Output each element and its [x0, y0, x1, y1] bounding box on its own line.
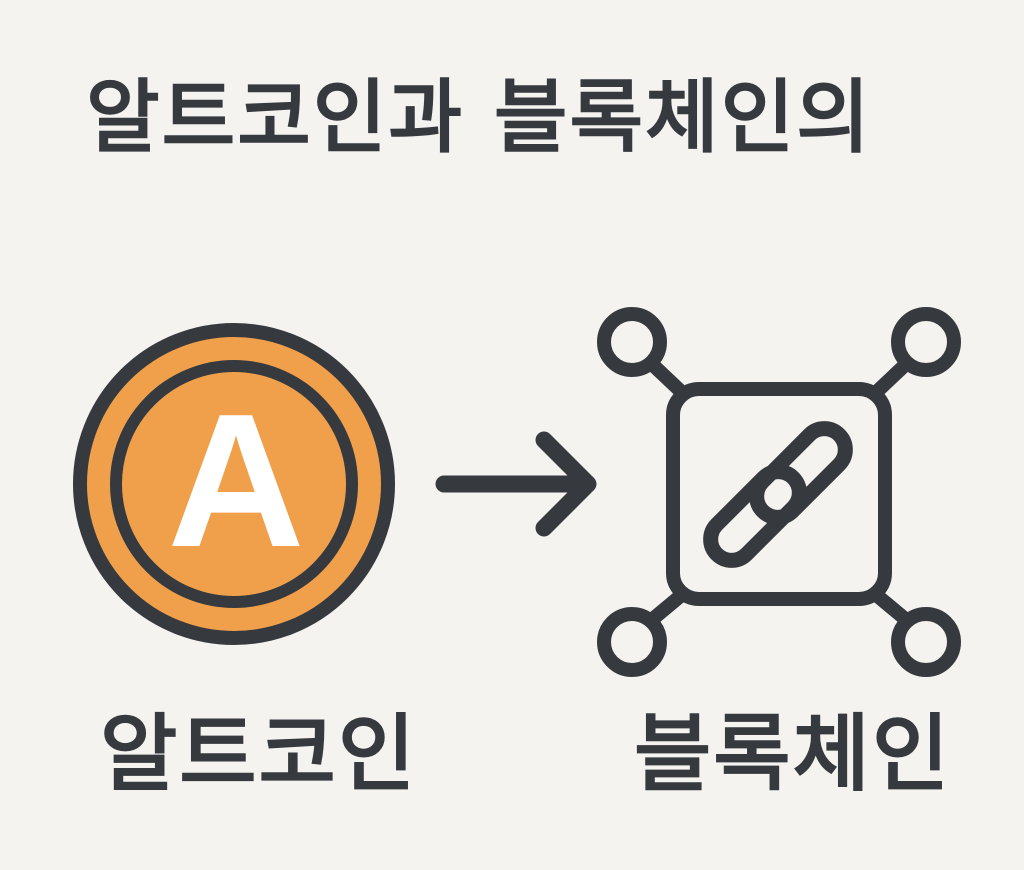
block-square [666, 382, 892, 606]
network-node-bottom-right [891, 607, 961, 677]
blockchain-label: 블록체인 [634, 705, 952, 803]
network-node-bottom-left [597, 607, 667, 677]
chain-link-icon [703, 421, 853, 568]
altcoin-label: 알트코인 [100, 705, 418, 803]
network-node-top-right [891, 307, 961, 377]
network-node-top-left [597, 307, 667, 377]
page-title: 알트코인과 블록체인의 [86, 71, 872, 164]
arrow-right-icon [435, 431, 597, 537]
coin-letter: A [167, 375, 304, 587]
altcoin-icon: A [73, 323, 395, 645]
